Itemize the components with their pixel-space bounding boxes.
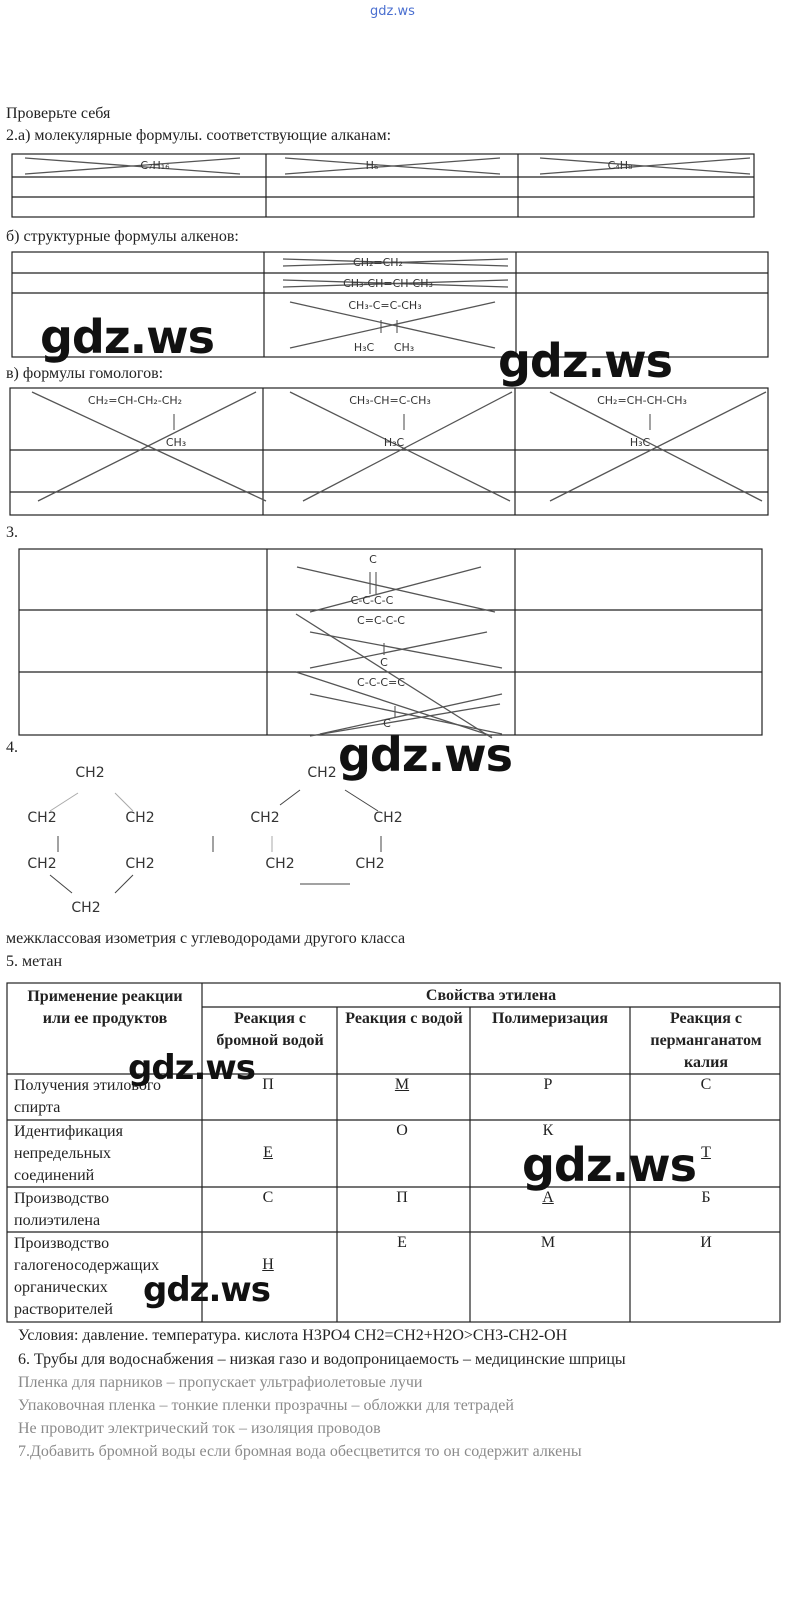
q3-r3-main: C-C-C=C (357, 676, 405, 689)
q3-r2-main: C=C-C-C (357, 614, 405, 627)
q5-row-1-v3: Р (543, 1076, 553, 1093)
q3-label: 3. (6, 524, 18, 541)
q5-row-2-v2: О (396, 1122, 408, 1139)
table-3 (18, 548, 763, 736)
q2b-formula-3-sub-right: CH₃ (393, 341, 415, 354)
q5-row-2-name: Идентификация непредельных соединений (14, 1123, 123, 1184)
q4-note: межклассовая изометрия с углеводородами … (6, 930, 406, 947)
ring2-ch2-2: CH2 (250, 810, 280, 826)
q5-col-4: Реакция с перманганатом калия (650, 1010, 762, 1071)
q5-row-1-name: Получения этилового спирта (14, 1077, 161, 1116)
q2c-label: в) формулы гомологов: (6, 365, 164, 382)
q2b-formula-3-sub-left: H₃C (353, 341, 375, 354)
ring2-ch2-1: CH2 (307, 765, 337, 781)
line-6b: Пленка для парников – пропускает ультраф… (18, 1374, 423, 1391)
ring1-ch2-3: CH2 (125, 810, 155, 826)
ring2-ch2-5: CH2 (355, 856, 385, 872)
q5-row-4-v2: Е (397, 1234, 407, 1251)
watermark-1: gdz.ws (40, 310, 215, 364)
watermark-6: gdz.ws (143, 1270, 271, 1310)
q5-row-4-v1: Н (262, 1256, 274, 1273)
q5-row-3-v4: Б (701, 1189, 711, 1206)
q2c-sub-3: H₃C (629, 436, 651, 449)
q2a-cell-1: C₇H₁₆ (140, 159, 170, 172)
line-conditions: Условия: давление. температура. кислота … (18, 1327, 568, 1344)
q5-row-4-v3: М (540, 1234, 556, 1251)
q2b-formula-2: CH₃-CH=CH-CH₃ (343, 277, 433, 290)
q2b-formula-3: CH₃-C=C-CH₃ (348, 299, 422, 312)
watermark-top: gdz.ws (370, 4, 415, 19)
watermark-5: gdz.ws (522, 1138, 697, 1192)
q2a-cell-3: C₄H₈ (607, 159, 633, 172)
ring1-ch2-5: CH2 (125, 856, 155, 872)
q3-r3-sub: C (383, 717, 391, 730)
line-6c: Упаковочная пленка – тонкие пленки прозр… (18, 1397, 514, 1414)
q5-row-2-v4: Т (701, 1144, 711, 1161)
line-7: 7.Добавить бромной воды если бромная вод… (18, 1443, 582, 1460)
q5-row-4-v4: И (700, 1234, 712, 1251)
line-6d: Не проводит электрический ток – изоляция… (18, 1420, 381, 1437)
q5-col-1: Реакция с бромной водой (216, 1010, 324, 1049)
q2c-sub-2: H₃C (383, 436, 405, 449)
q2c-sub-1: CH₃ (165, 436, 187, 449)
ring1-ch2-1: CH2 (75, 765, 105, 781)
q2a-label: 2.а) молекулярные формулы. соответствующ… (6, 127, 392, 144)
q5-row-1-v2: М (394, 1076, 410, 1093)
q5-row-1-v1: П (262, 1076, 274, 1093)
q5-row-3-v2: П (396, 1189, 408, 1206)
table-2a (11, 153, 755, 218)
watermark-4: gdz.ws (128, 1048, 256, 1088)
q4-label: 4. (6, 739, 18, 756)
table-5 (6, 982, 781, 1323)
q5-head-left: Применение реакции или ее продуктов (27, 988, 183, 1027)
q2b-formula-1: CH₂=CH₂ (353, 256, 403, 269)
q5-row-2-v1: Е (263, 1144, 273, 1161)
q5-col-2: Реакция с водой (345, 1010, 463, 1027)
table-2c (9, 387, 769, 516)
q5-row-3-name: Производство полиэтилена (14, 1190, 110, 1229)
watermark-3: gdz.ws (338, 728, 513, 782)
ring2-ch2-3: CH2 (373, 810, 403, 826)
q5-col-3: Полимеризация (491, 1010, 609, 1027)
q5-row-2-v3: К (542, 1122, 554, 1139)
q3-r1-main: C-C-C-C (350, 594, 394, 607)
q5-row-3-v3: А (542, 1189, 554, 1206)
q5-row-3-v1: С (262, 1189, 274, 1206)
strike-crosses (24, 157, 767, 739)
q2c-formula-2: CH₃-CH=C-CH₃ (349, 394, 431, 407)
q2a-cell-2: H₆ (365, 159, 379, 172)
ring1-ch2-2: CH2 (27, 810, 57, 826)
q2b-label: б) структурные формулы алкенов: (6, 228, 239, 245)
q5-label: 5. метан (6, 953, 63, 970)
ring2-ch2-4: CH2 (265, 856, 295, 872)
watermark-2: gdz.ws (498, 334, 673, 388)
table-2b (11, 251, 769, 358)
q2c-formula-1: CH₂=CH-CH₂-CH₂ (87, 394, 183, 407)
heading: Проверьте себя (6, 105, 111, 122)
q5-row-1-v4: С (700, 1076, 712, 1093)
q2c-formula-3: CH₂=CH-CH-CH₃ (597, 394, 687, 407)
line-6: 6. Трубы для водоснабжения – низкая газо… (18, 1351, 626, 1368)
ring1-ch2-6: CH2 (71, 900, 101, 916)
ring1-ch2-4: CH2 (27, 856, 57, 872)
q3-r2-sub: C (380, 656, 388, 669)
q5-row-4-name: Производство галогеносодержащих органиче… (14, 1235, 160, 1318)
q5-head-group: Свойства этилена (425, 987, 557, 1004)
q3-r1-top: C (369, 553, 377, 566)
